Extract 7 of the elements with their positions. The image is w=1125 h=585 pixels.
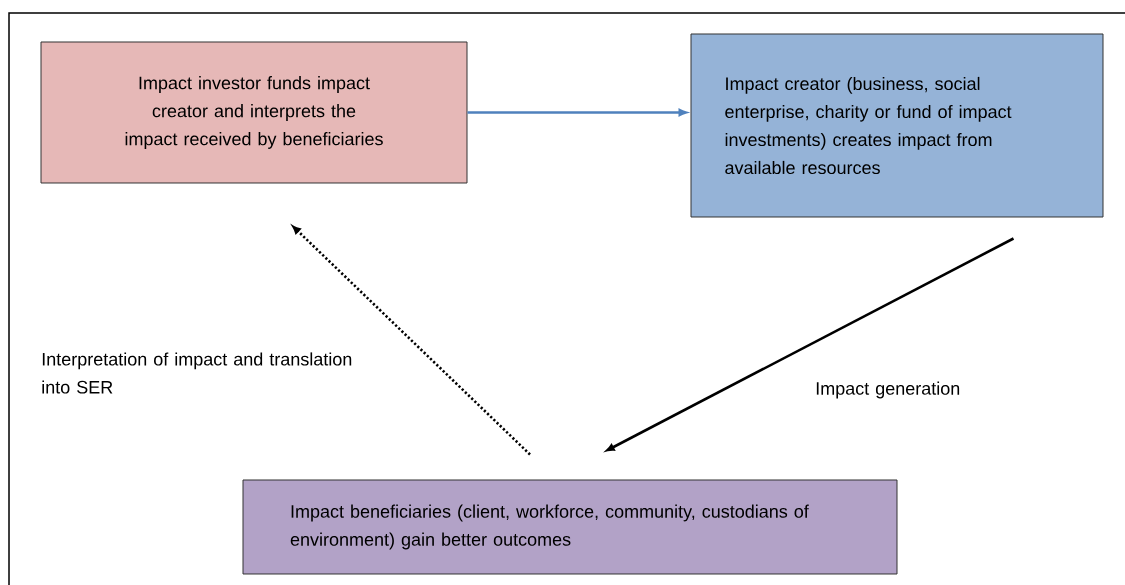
arrow [292, 225, 531, 456]
edge-label: Impact generation [816, 381, 960, 399]
arrow [606, 237, 1015, 452]
process-box: Impact investor funds impact creator and interprets the impact received by beneficiaries [40, 41, 468, 184]
edge-label: Interpretation of impact and translation into SER [42, 352, 352, 394]
process-box: Impact creator (business, social enterprise, charity or fund of impact investments) creates impact from available resources [690, 33, 1104, 218]
process-box: Impact beneficiaries (client, workforce, community, custodians of environment) gain better outcomes [242, 479, 898, 575]
